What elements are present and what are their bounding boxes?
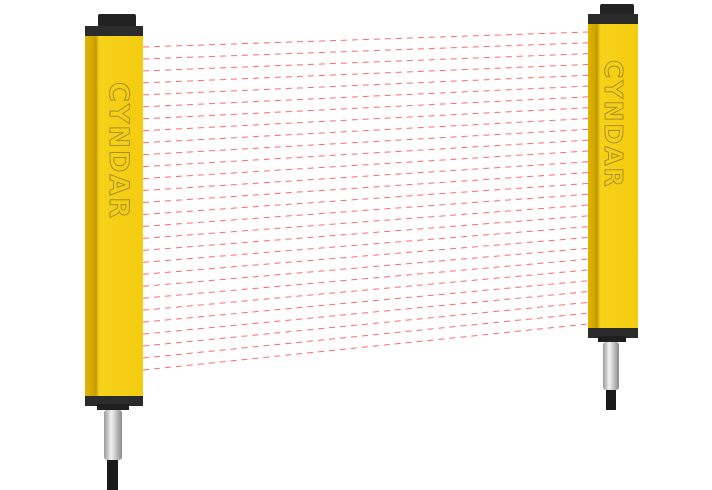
beam-line bbox=[142, 269, 589, 311]
beam-line bbox=[142, 107, 589, 132]
beam-line bbox=[142, 118, 589, 144]
beam-line bbox=[142, 172, 589, 204]
infrared-beams bbox=[142, 31, 589, 371]
beam-line bbox=[142, 280, 589, 323]
beam-line bbox=[142, 150, 589, 180]
brand-logo-left: CYNDAR bbox=[103, 82, 134, 220]
beam-line bbox=[142, 323, 589, 371]
cable bbox=[107, 460, 118, 490]
cable bbox=[606, 390, 616, 410]
beam-line bbox=[142, 301, 589, 347]
beam-line bbox=[142, 128, 589, 156]
receiver-column-right: CYNDAR bbox=[588, 4, 638, 410]
beam-line bbox=[142, 85, 589, 108]
beam-line bbox=[142, 63, 589, 84]
beam-line bbox=[142, 161, 589, 192]
beam-line bbox=[142, 236, 589, 275]
beam-line bbox=[142, 215, 589, 251]
beam-line bbox=[142, 226, 589, 263]
beam-line bbox=[142, 193, 589, 227]
beam-line bbox=[142, 312, 589, 359]
beam-line bbox=[142, 204, 589, 239]
emitter-column-left: CYNDAR bbox=[85, 14, 143, 490]
beam-line bbox=[142, 31, 589, 48]
beam-line bbox=[142, 258, 589, 299]
brand-logo-right: CYNDAR bbox=[599, 60, 628, 189]
connector-icon bbox=[603, 342, 619, 390]
beam-line bbox=[142, 182, 589, 215]
beam-line bbox=[142, 74, 589, 96]
beam-line bbox=[142, 139, 589, 168]
beam-line bbox=[142, 291, 589, 335]
connector-icon bbox=[104, 410, 122, 460]
beam-line bbox=[142, 247, 589, 287]
beam-line bbox=[142, 96, 589, 120]
beam-line bbox=[142, 42, 589, 60]
beam-line bbox=[142, 53, 589, 72]
